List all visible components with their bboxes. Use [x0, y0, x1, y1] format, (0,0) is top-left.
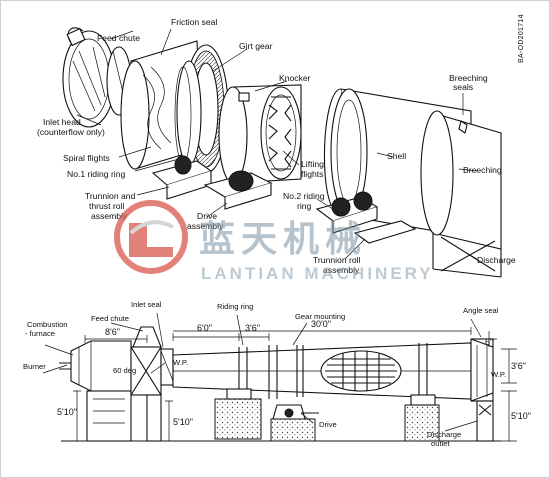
- lifting-flights-section: [218, 84, 302, 184]
- spiral-flights-label: Spiral flights: [63, 153, 110, 163]
- breeching-seals-line-2: seals: [453, 82, 473, 92]
- dim-6-0: 6'0": [197, 323, 212, 333]
- dim-8-6: 8'6": [105, 327, 120, 337]
- feed-chute-inlet: [130, 326, 174, 442]
- drive-assembly-line-1: Drive: [197, 211, 217, 221]
- dim-6-right: 6": [485, 337, 493, 347]
- drive-assembly-line-2: assembly: [187, 221, 224, 231]
- dim-5-10-right: 5'10": [511, 411, 531, 421]
- discharge-end: [470, 338, 494, 442]
- trunnion-thrust-label: Trunnion and thrust roll assembly: [85, 191, 138, 221]
- lifting-flights-line-2: flights: [301, 169, 323, 179]
- dim-5-10-left: 5'10": [57, 407, 77, 417]
- supports: [151, 155, 502, 278]
- kiln-tube: [172, 342, 472, 400]
- no2-riding-ring-line-2: ring: [297, 201, 312, 211]
- drive-assembly-label: Drive assembly: [187, 211, 224, 231]
- discharge-outlet-line-2: outlet: [431, 439, 450, 448]
- combustion-furnace-line-2: - furnace: [25, 329, 55, 338]
- riding-ring-label: Riding ring: [217, 302, 253, 311]
- angle-label: 60 deg: [113, 366, 136, 375]
- discharge-outlet-line-1: Discharge: [427, 430, 461, 439]
- inlet-head-line-1: Inlet head: [43, 117, 81, 127]
- bottom-leaders: [42, 312, 482, 432]
- dimension-lines: [73, 327, 517, 442]
- watermark: 蓝天机械 LANTIAN MACHINERY: [114, 200, 434, 283]
- trunnion-roll-label: Trunnion roll assembly: [313, 255, 363, 275]
- trunnion-thrust-line-2: thrust roll: [89, 201, 124, 211]
- watermark-english: LANTIAN MACHINERY: [201, 264, 434, 283]
- shell: [323, 88, 502, 250]
- no2-riding-ring-line-1: No.2 riding: [283, 191, 325, 201]
- breeching-label: Breeching: [463, 165, 502, 175]
- breeching-seals-label: Breeching seals: [449, 73, 490, 92]
- no1-riding-ring-label: No.1 riding ring: [67, 169, 125, 179]
- girt-gear: [174, 44, 229, 174]
- girt-gear-label: Girt gear: [239, 41, 273, 51]
- gear-mounting-label: Gear mounting: [295, 312, 345, 321]
- elevation-view: Combustion - furnace Feed chute Inlet se…: [23, 300, 531, 448]
- dim-5-10-mid: 5'10": [173, 417, 193, 427]
- inlet-head-label: Inlet head (counterflow only): [37, 117, 105, 137]
- discharge-outlet-label: Discharge outlet: [427, 430, 463, 448]
- internal-flights: [320, 350, 402, 392]
- trunnion-thrust-line-3: assembly: [91, 211, 128, 221]
- discharge-label: Discharge: [477, 255, 516, 265]
- feed-chute-bottom-label: Feed chute: [91, 314, 129, 323]
- breeching-seals-line-1: Breeching: [449, 73, 488, 83]
- lifting-flights-label: Lifting flights: [301, 159, 326, 179]
- leader-lines: [76, 28, 478, 260]
- foundations: [61, 388, 501, 442]
- angle-seal-label: Angle seal: [463, 306, 499, 315]
- shell-label: Shell: [387, 151, 406, 161]
- document-code: BA-OD201714: [518, 14, 525, 63]
- inlet-head-line-2: (counterflow only): [37, 127, 105, 137]
- dim-3-6-top: 3'6": [245, 323, 260, 333]
- dim-30-0: 30'0": [311, 319, 331, 329]
- no2-riding-ring-label: No.2 riding ring: [283, 191, 327, 211]
- combustion-furnace-line-1: Combustion: [27, 320, 68, 329]
- combustion-furnace: [59, 340, 132, 442]
- wp-left-label: W.P.: [173, 358, 188, 367]
- combustion-furnace-label: Combustion - furnace: [25, 320, 70, 338]
- feed-chute-label: Feed chute: [97, 33, 140, 43]
- dim-3-6-right: 3'6": [511, 361, 526, 371]
- watermark-chinese: 蓝天机械: [199, 218, 367, 259]
- knocker-label: Knocker: [279, 73, 311, 83]
- inlet-seal-label: Inlet seal: [131, 300, 162, 309]
- wp-right-label: W.P.: [491, 370, 506, 379]
- lifting-flights-line-1: Lifting: [301, 159, 324, 169]
- exploded-view: Feed chute Friction seal Girt gear Knock…: [37, 14, 525, 278]
- drive-label: Drive: [319, 420, 337, 429]
- trunnion-thrust-line-1: Trunnion and: [85, 191, 136, 201]
- burner-label: Burner: [23, 362, 46, 371]
- trunnion-roll-line-1: Trunnion roll: [313, 255, 361, 265]
- friction-seal-label: Friction seal: [171, 17, 217, 27]
- lantian-logo: [114, 200, 188, 274]
- trunnion-roll-line-2: assembly: [323, 265, 360, 275]
